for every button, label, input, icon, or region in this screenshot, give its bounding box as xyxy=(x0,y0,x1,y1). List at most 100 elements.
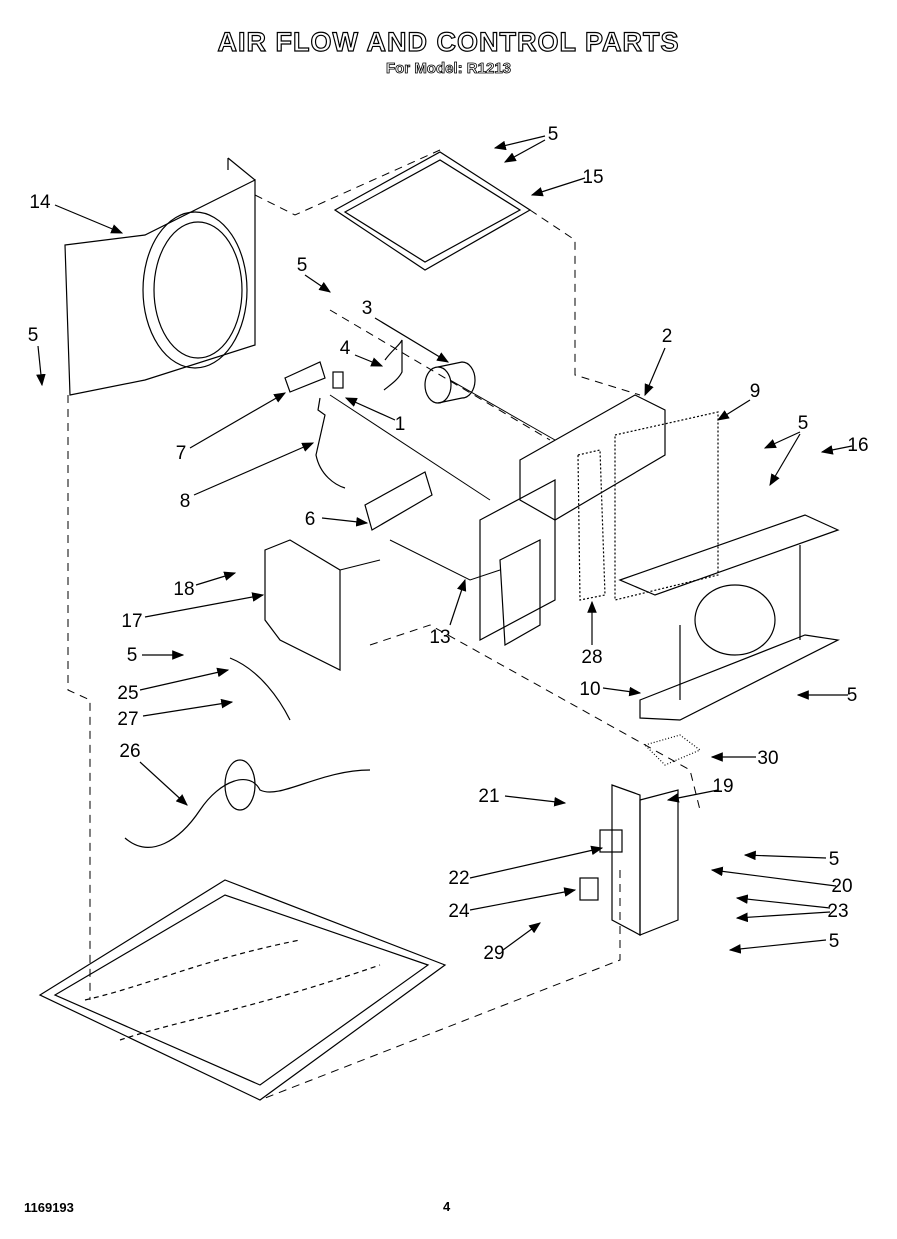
document-number: 1169193 xyxy=(24,1200,74,1215)
callout-23: 23 xyxy=(735,894,849,923)
callout-25: 25 xyxy=(117,667,230,704)
part-filters xyxy=(577,411,719,601)
leader-arrow xyxy=(769,433,801,487)
callout-21: 21 xyxy=(478,786,567,807)
leader-arrow xyxy=(728,939,827,954)
callout-number: 9 xyxy=(750,381,761,402)
leader-arrow xyxy=(530,177,586,197)
callout-26: 26 xyxy=(119,741,188,806)
part-control-panel xyxy=(479,394,666,647)
leader-arrow xyxy=(493,135,546,151)
part-top-plate xyxy=(333,151,532,271)
part-foam-pad xyxy=(643,734,702,766)
leader-arrow xyxy=(504,795,567,807)
callout-number: 18 xyxy=(173,579,194,600)
callout-number: 7 xyxy=(176,443,187,464)
part-ground-wire xyxy=(229,657,291,721)
leader-arrow xyxy=(374,317,450,363)
leader-arrow xyxy=(602,686,642,697)
callout-number: 16 xyxy=(847,435,868,456)
leader-arrow xyxy=(716,399,751,421)
callout-5: 5 xyxy=(728,931,840,954)
leader-arrow xyxy=(735,911,831,923)
leader-arrow xyxy=(735,894,831,909)
leader-arrow xyxy=(193,442,315,496)
callout-number: 10 xyxy=(579,679,600,700)
callout-6: 6 xyxy=(305,509,369,530)
leader-arrow xyxy=(666,789,719,803)
callout-number: 15 xyxy=(582,167,603,188)
callout-9: 9 xyxy=(716,381,761,421)
part-small-brackets xyxy=(284,339,403,489)
callout-number: 21 xyxy=(478,786,499,807)
callout-19: 19 xyxy=(666,776,734,803)
leader-arrow xyxy=(304,274,331,293)
page-number: 4 xyxy=(443,1199,451,1214)
callout-5: 5 xyxy=(127,645,185,666)
leader-arrow xyxy=(144,592,265,618)
leader-arrow xyxy=(743,850,827,861)
callout-29: 29 xyxy=(483,922,541,964)
callout-28: 28 xyxy=(581,600,603,668)
callout-20: 20 xyxy=(710,866,853,897)
callout-5: 5 xyxy=(297,255,331,293)
callout-15: 15 xyxy=(530,167,604,197)
callout-number: 27 xyxy=(117,709,138,730)
callout-number: 5 xyxy=(847,685,858,706)
leader-arrow xyxy=(139,761,188,806)
callout-13: 13 xyxy=(429,578,467,648)
callout-number: 14 xyxy=(29,192,51,213)
part-capacitor xyxy=(424,361,476,404)
callout-14: 14 xyxy=(29,192,124,234)
leader-arrow xyxy=(195,571,237,586)
callout-1: 1 xyxy=(344,397,406,435)
callout-24: 24 xyxy=(448,887,577,922)
leader-arrow xyxy=(139,667,230,691)
part-circuit-board xyxy=(364,471,433,531)
callout-number: 5 xyxy=(28,325,39,346)
callout-5: 5 xyxy=(28,325,46,387)
callout-2: 2 xyxy=(644,326,672,397)
leader-arrow xyxy=(820,445,853,455)
leader-arrow xyxy=(321,517,369,527)
callout-number: 5 xyxy=(548,124,559,145)
callout-number: 20 xyxy=(831,876,852,897)
leader-arrow xyxy=(469,845,604,879)
leader-arrow xyxy=(502,922,541,951)
callout-number: 17 xyxy=(121,611,142,632)
callout-number: 5 xyxy=(127,645,138,666)
callout-5: 5 xyxy=(493,124,559,163)
model-subtitle: For Model: R1213 xyxy=(385,60,512,78)
callout-5: 5 xyxy=(743,849,840,870)
callout-number: 5 xyxy=(297,255,308,276)
assembly-guide-lines xyxy=(67,149,701,1101)
leader-arrow xyxy=(710,866,837,887)
callout-number: 23 xyxy=(827,901,848,922)
callout-30: 30 xyxy=(710,748,779,769)
leader-arrow xyxy=(469,887,577,911)
assembly-solid-guides xyxy=(329,379,556,581)
part-mounting-bracket xyxy=(264,539,341,671)
callout-number: 5 xyxy=(829,931,840,952)
leader-arrow xyxy=(354,354,384,367)
callout-number: 13 xyxy=(429,627,450,648)
leader-arrow xyxy=(189,392,287,449)
callout-7: 7 xyxy=(176,392,287,464)
callout-number: 29 xyxy=(483,943,504,964)
leader-arrow xyxy=(449,578,467,626)
callout-number: 8 xyxy=(180,491,191,512)
callout-number: 1 xyxy=(395,414,406,435)
callout-number: 30 xyxy=(757,748,778,769)
callout-number: 5 xyxy=(829,849,840,870)
callout-5: 5 xyxy=(763,413,808,487)
part-base-pan xyxy=(38,879,447,1101)
callout-17: 17 xyxy=(121,592,265,632)
leader-arrow xyxy=(54,204,124,234)
page-title: AIR FLOW AND CONTROL PARTS xyxy=(217,26,680,57)
part-air-duct xyxy=(618,514,840,721)
callout-8: 8 xyxy=(180,442,315,512)
callout-number: 3 xyxy=(362,298,373,319)
part-power-cord xyxy=(124,769,371,848)
callout-number: 25 xyxy=(117,683,138,704)
